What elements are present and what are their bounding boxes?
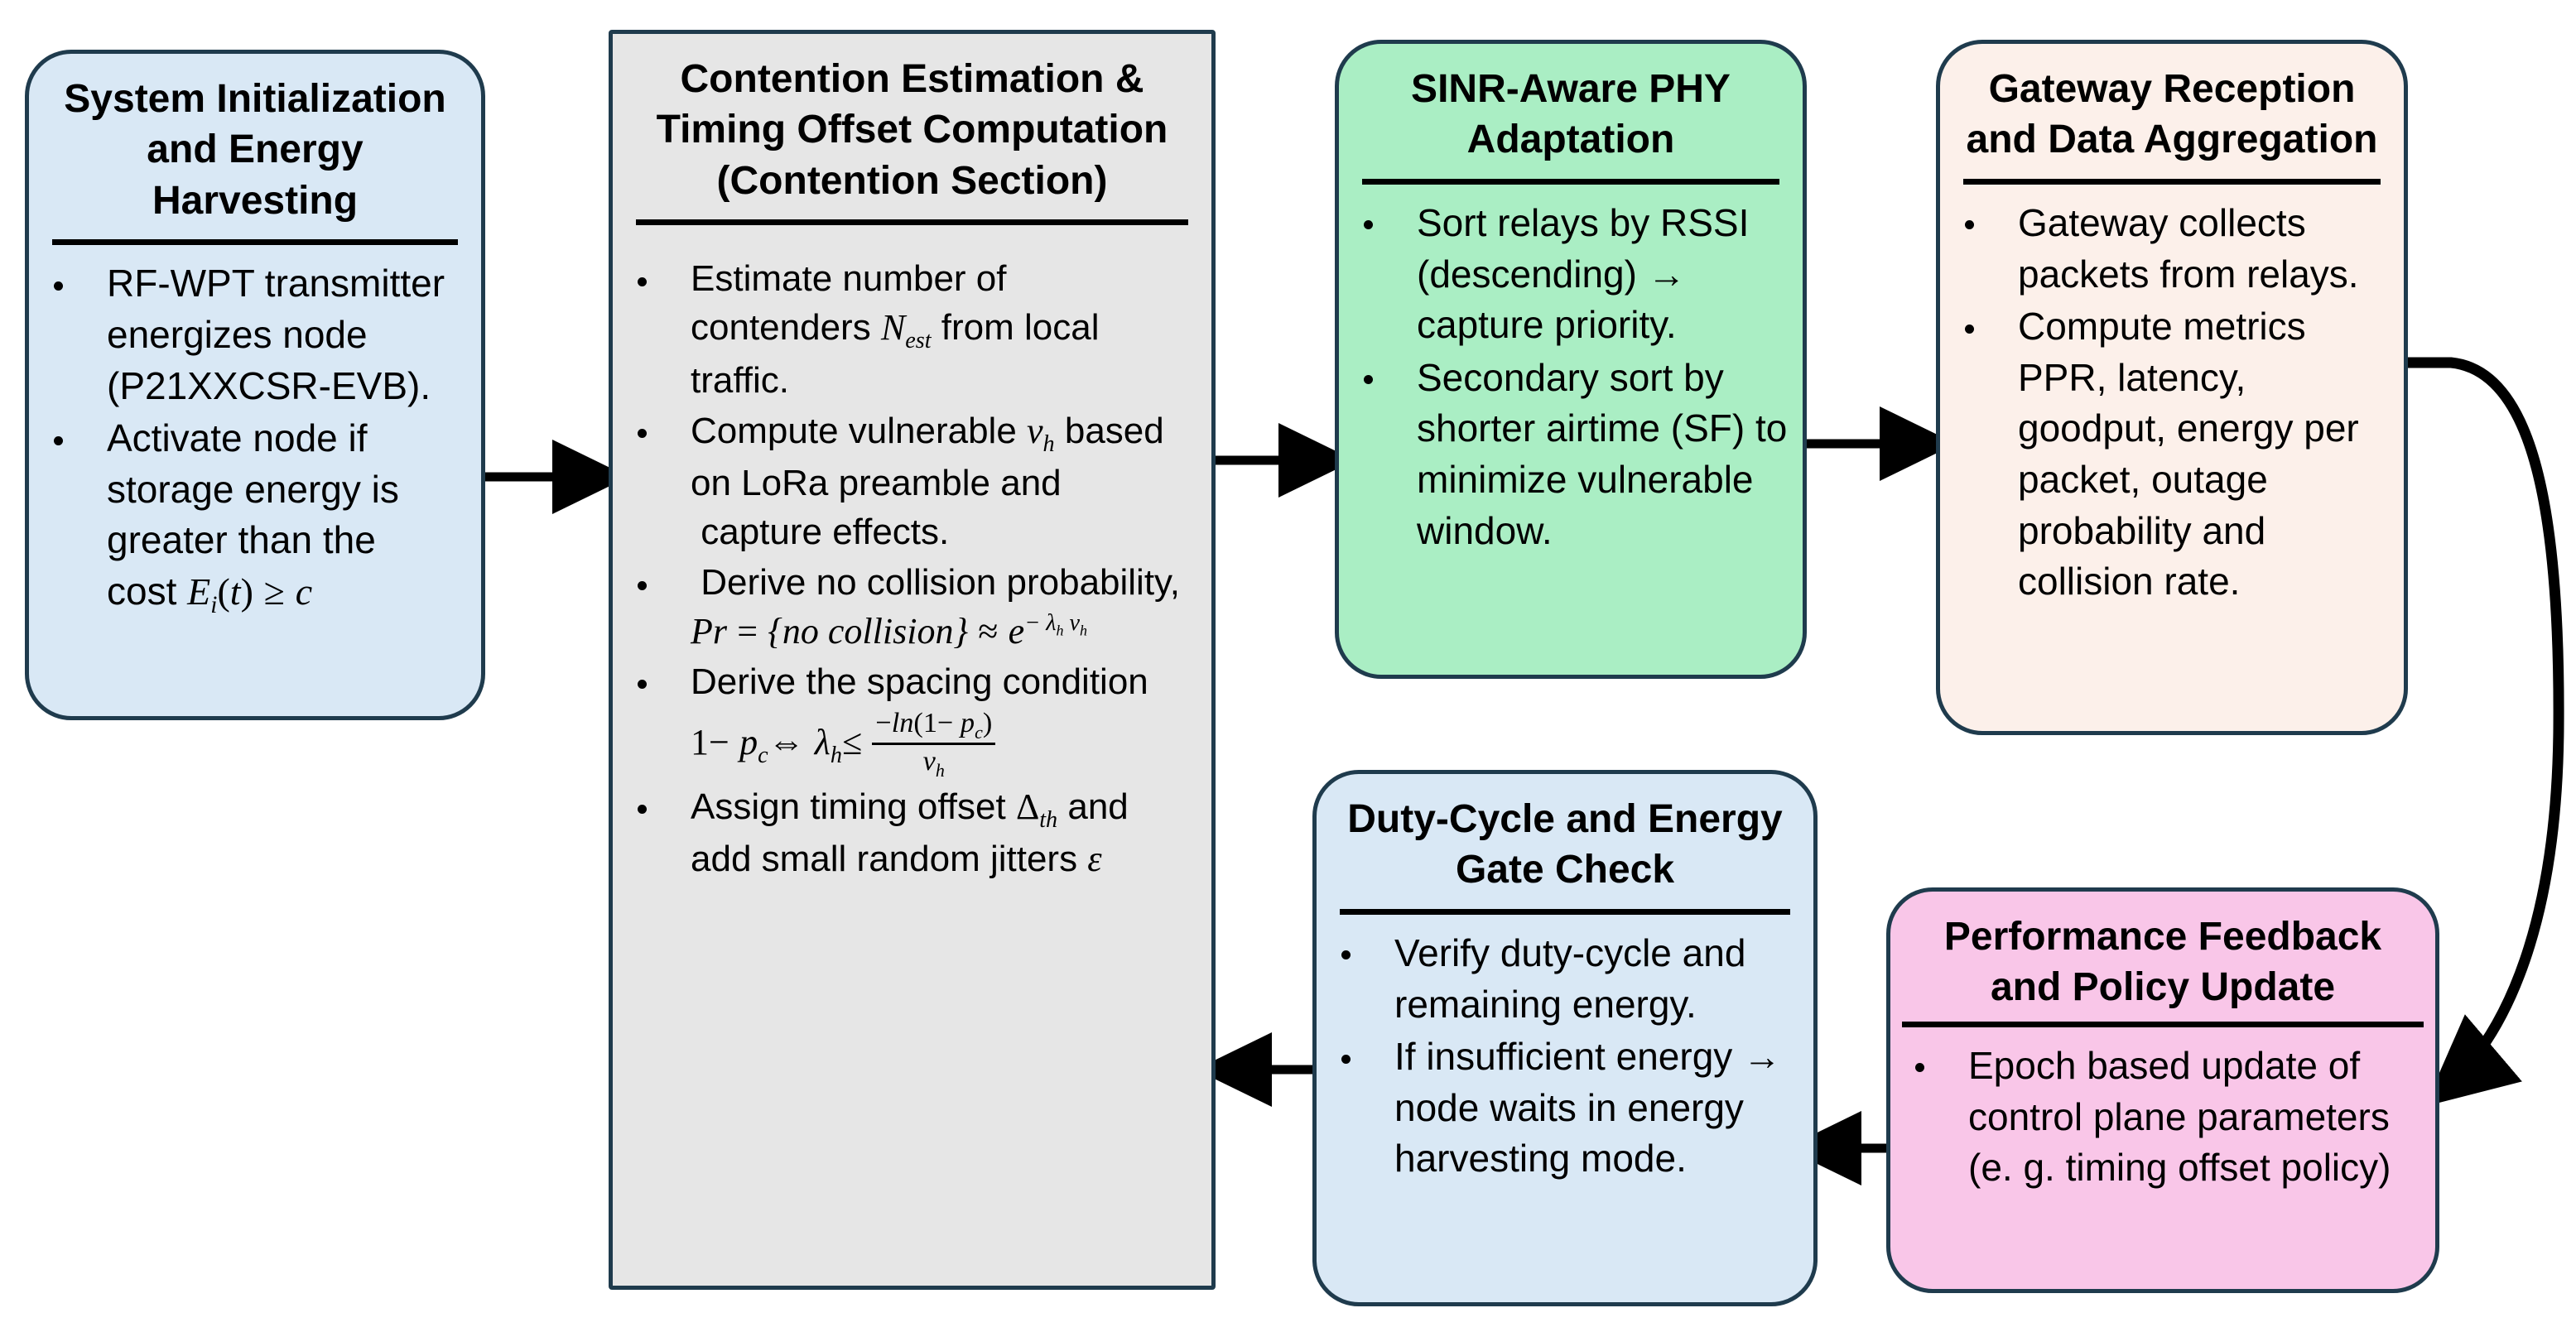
list-item: Compute vulnerable vh based on LoRa prea… xyxy=(628,407,1197,557)
bullet-dot xyxy=(1965,324,1974,334)
bullet-text: Compute vulnerable vh based on LoRa prea… xyxy=(691,410,1164,553)
bullet-text: RF-WPT transmitter energizes node (P21XX… xyxy=(107,262,445,407)
bullet-text: Epoch based update of control plane para… xyxy=(1968,1043,2391,1190)
title-divider xyxy=(1902,1021,2424,1027)
list-item: If insufficient energy → node waits in e… xyxy=(1331,1031,1798,1185)
bullet-text: Verify duty-cycle and remaining energy. xyxy=(1394,930,1746,1026)
fraction: −ln(1− pc) vh xyxy=(872,707,996,781)
node-duty-cycle[interactable]: Duty-Cycle and Energy Gate Check Verify … xyxy=(1312,770,1818,1306)
bullet-text: Compute metrics PPR, latency, goodput, e… xyxy=(2018,305,2359,603)
bullet-list-performance-feedback: Epoch based update of control plane para… xyxy=(1902,1036,2424,1195)
fraction-numerator: −ln(1− pc) xyxy=(872,707,996,746)
node-title-contention-estimation: Contention Estimation & Timing Offset Co… xyxy=(656,57,1168,203)
list-item: RF-WPT transmitter energizes node (P21XX… xyxy=(44,258,466,411)
bullet-text: Sort relays by RSSI (descending) → captu… xyxy=(1417,200,1750,347)
list-item: Estimate number of contenders Nest from … xyxy=(628,255,1197,405)
node-title-system-init: System Initialization and Energy Harvest… xyxy=(64,77,446,223)
list-item: Verify duty-cycle and remaining energy. xyxy=(1331,928,1798,1030)
bullet-dot xyxy=(1341,950,1351,960)
list-item: Activate node if storage energy is great… xyxy=(44,413,466,623)
bullet-text: Assign timing offset Δth and add small r… xyxy=(691,786,1129,880)
list-item: Epoch based update of control plane para… xyxy=(1905,1041,2420,1194)
node-gateway-reception[interactable]: Gateway Reception and Data Aggregation G… xyxy=(1936,40,2408,735)
bullet-dot xyxy=(54,281,63,291)
title-divider xyxy=(52,239,458,246)
bullet-text: Derive no collision probability, Pr = {n… xyxy=(691,562,1181,652)
bullet-text: Activate node if storage energy is great… xyxy=(107,416,399,619)
bullet-dot xyxy=(1915,1063,1924,1073)
title-divider xyxy=(1963,178,2381,185)
node-sinr-phy[interactable]: SINR-Aware PHY Adaptation Sort relays by… xyxy=(1335,40,1807,679)
title-divider xyxy=(1362,178,1779,185)
bullet-text: Estimate number of contenders Nest from … xyxy=(691,258,1100,401)
bullet-dot xyxy=(638,276,647,286)
bullet-dot xyxy=(1364,220,1373,230)
list-item: Assign timing offset Δth and add small r… xyxy=(628,783,1197,884)
node-title-gateway-reception: Gateway Reception and Data Aggregation xyxy=(1966,67,2378,162)
bullet-dot xyxy=(638,805,647,815)
list-item: Gateway collects packets from relays. xyxy=(1955,198,2389,300)
bullet-dot xyxy=(1341,1054,1351,1064)
title-divider xyxy=(1340,908,1790,915)
bullet-list-sinr: Sort relays by RSSI (descending) → captu… xyxy=(1351,193,1791,558)
node-title-performance-feedback: Performance Feedback and Policy Update xyxy=(1943,915,2382,1010)
node-title-sinr-phy: SINR-Aware PHY Adaptation xyxy=(1411,67,1731,162)
bullet-list-gateway: Gateway collects packets from relays. Co… xyxy=(1952,193,2392,609)
bullet-dot xyxy=(638,680,647,690)
bullet-list-system-init: RF-WPT transmitter energizes node (P21XX… xyxy=(41,253,469,623)
list-item: Sort relays by RSSI (descending) → captu… xyxy=(1354,198,1788,351)
list-item: Compute metrics PPR, latency, goodput, e… xyxy=(1955,301,2389,608)
node-system-init[interactable]: System Initialization and Energy Harvest… xyxy=(25,50,485,720)
fraction-denominator: vh xyxy=(922,745,945,781)
bullet-dot xyxy=(54,435,63,445)
bullet-text: If insufficient energy → node waits in e… xyxy=(1394,1035,1782,1181)
title-divider xyxy=(636,219,1188,226)
bullet-text: Gateway collects packets from relays. xyxy=(2018,200,2359,296)
bullet-dot xyxy=(638,580,647,590)
bullet-list-duty-cycle: Verify duty-cycle and remaining energy. … xyxy=(1328,923,1802,1186)
node-title-duty-cycle: Duty-Cycle and Energy Gate Check xyxy=(1347,797,1783,892)
bullet-text: Derive the spacing condition 1− pc⇔ λh≤ … xyxy=(691,661,1148,781)
list-item: Derive no collision probability, Pr = {n… xyxy=(628,559,1197,656)
list-item: Secondary sort by shorter airtime (SF) t… xyxy=(1354,353,1788,557)
bullet-text: Secondary sort by shorter airtime (SF) t… xyxy=(1417,355,1788,552)
node-performance-feedback[interactable]: Performance Feedback and Policy Update E… xyxy=(1886,887,2439,1293)
node-contention-estimation[interactable]: Contention Estimation & Timing Offset Co… xyxy=(609,30,1216,1290)
bullet-list-contention: Estimate number of contenders Nest from … xyxy=(624,233,1200,886)
bullet-dot xyxy=(1965,220,1974,230)
list-item: Derive the spacing condition 1− pc⇔ λh≤ … xyxy=(628,658,1197,781)
bullet-dot xyxy=(1364,375,1373,385)
bullet-dot xyxy=(638,429,647,439)
